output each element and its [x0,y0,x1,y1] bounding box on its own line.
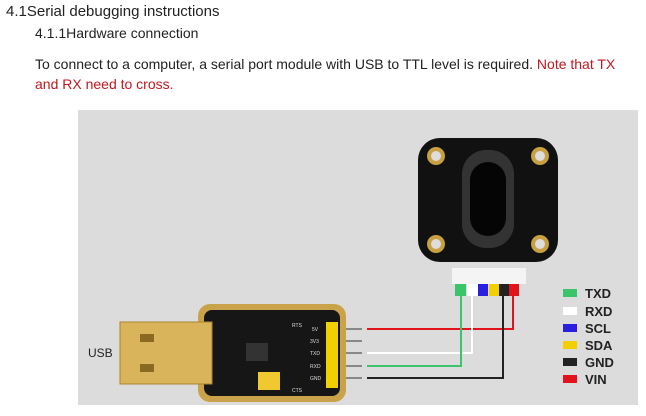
legend: TXD RXD SCL SDA GND VIN [563,286,614,387]
svg-text:VIN: VIN [585,372,607,387]
pin-sda [489,284,499,296]
svg-text:RXD: RXD [585,304,612,319]
pin-vin [509,284,519,296]
svg-text:SCL: SCL [585,321,611,336]
legend-item-scl: SCL [563,321,611,336]
board-pin-txd: TXD [310,351,320,357]
legend-item-vin: VIN [563,372,607,387]
board-label-rts: RTS [292,323,303,329]
board-pin-gnd: GND [310,376,322,382]
usb-ttl-module [119,304,346,402]
pin-txd [455,284,466,296]
legend-item-gnd: GND [563,355,614,370]
pin-gnd [499,284,509,296]
wire-txd [367,296,462,367]
board-pin-3v3: 3V3 [310,339,319,345]
pin-scl [478,284,488,296]
wire-vin [367,296,514,330]
legend-item-rxd: RXD [563,304,612,319]
legend-item-sda: SDA [563,338,613,353]
legend-item-txd: TXD [563,286,611,301]
paragraph-note: Note that TX and RX need to cross. [35,56,616,92]
board-pin-rxd: RXD [310,364,321,370]
svg-text:SDA: SDA [585,338,613,353]
svg-text:TXD: TXD [585,286,611,301]
section-title: 4.1Serial debugging instructions [6,3,220,20]
sensor-module [418,138,558,284]
instruction-paragraph: To connect to a computer, a serial port … [35,54,635,94]
usb-label: USB [88,346,113,360]
pin-rxd [467,284,478,296]
subsection-title: 4.1.1Hardware connection [35,25,199,41]
paragraph-text: To connect to a computer, a serial port … [35,56,537,72]
wire-gnd [367,296,504,379]
wire-rxd [367,296,473,354]
board-pin-5v: 5V [312,327,319,333]
board-label-cts: CTS [292,388,303,394]
board-pin-labels: 5V 3V3 TXD RXD GND RTS CTS [292,323,322,394]
svg-text:GND: GND [585,355,614,370]
